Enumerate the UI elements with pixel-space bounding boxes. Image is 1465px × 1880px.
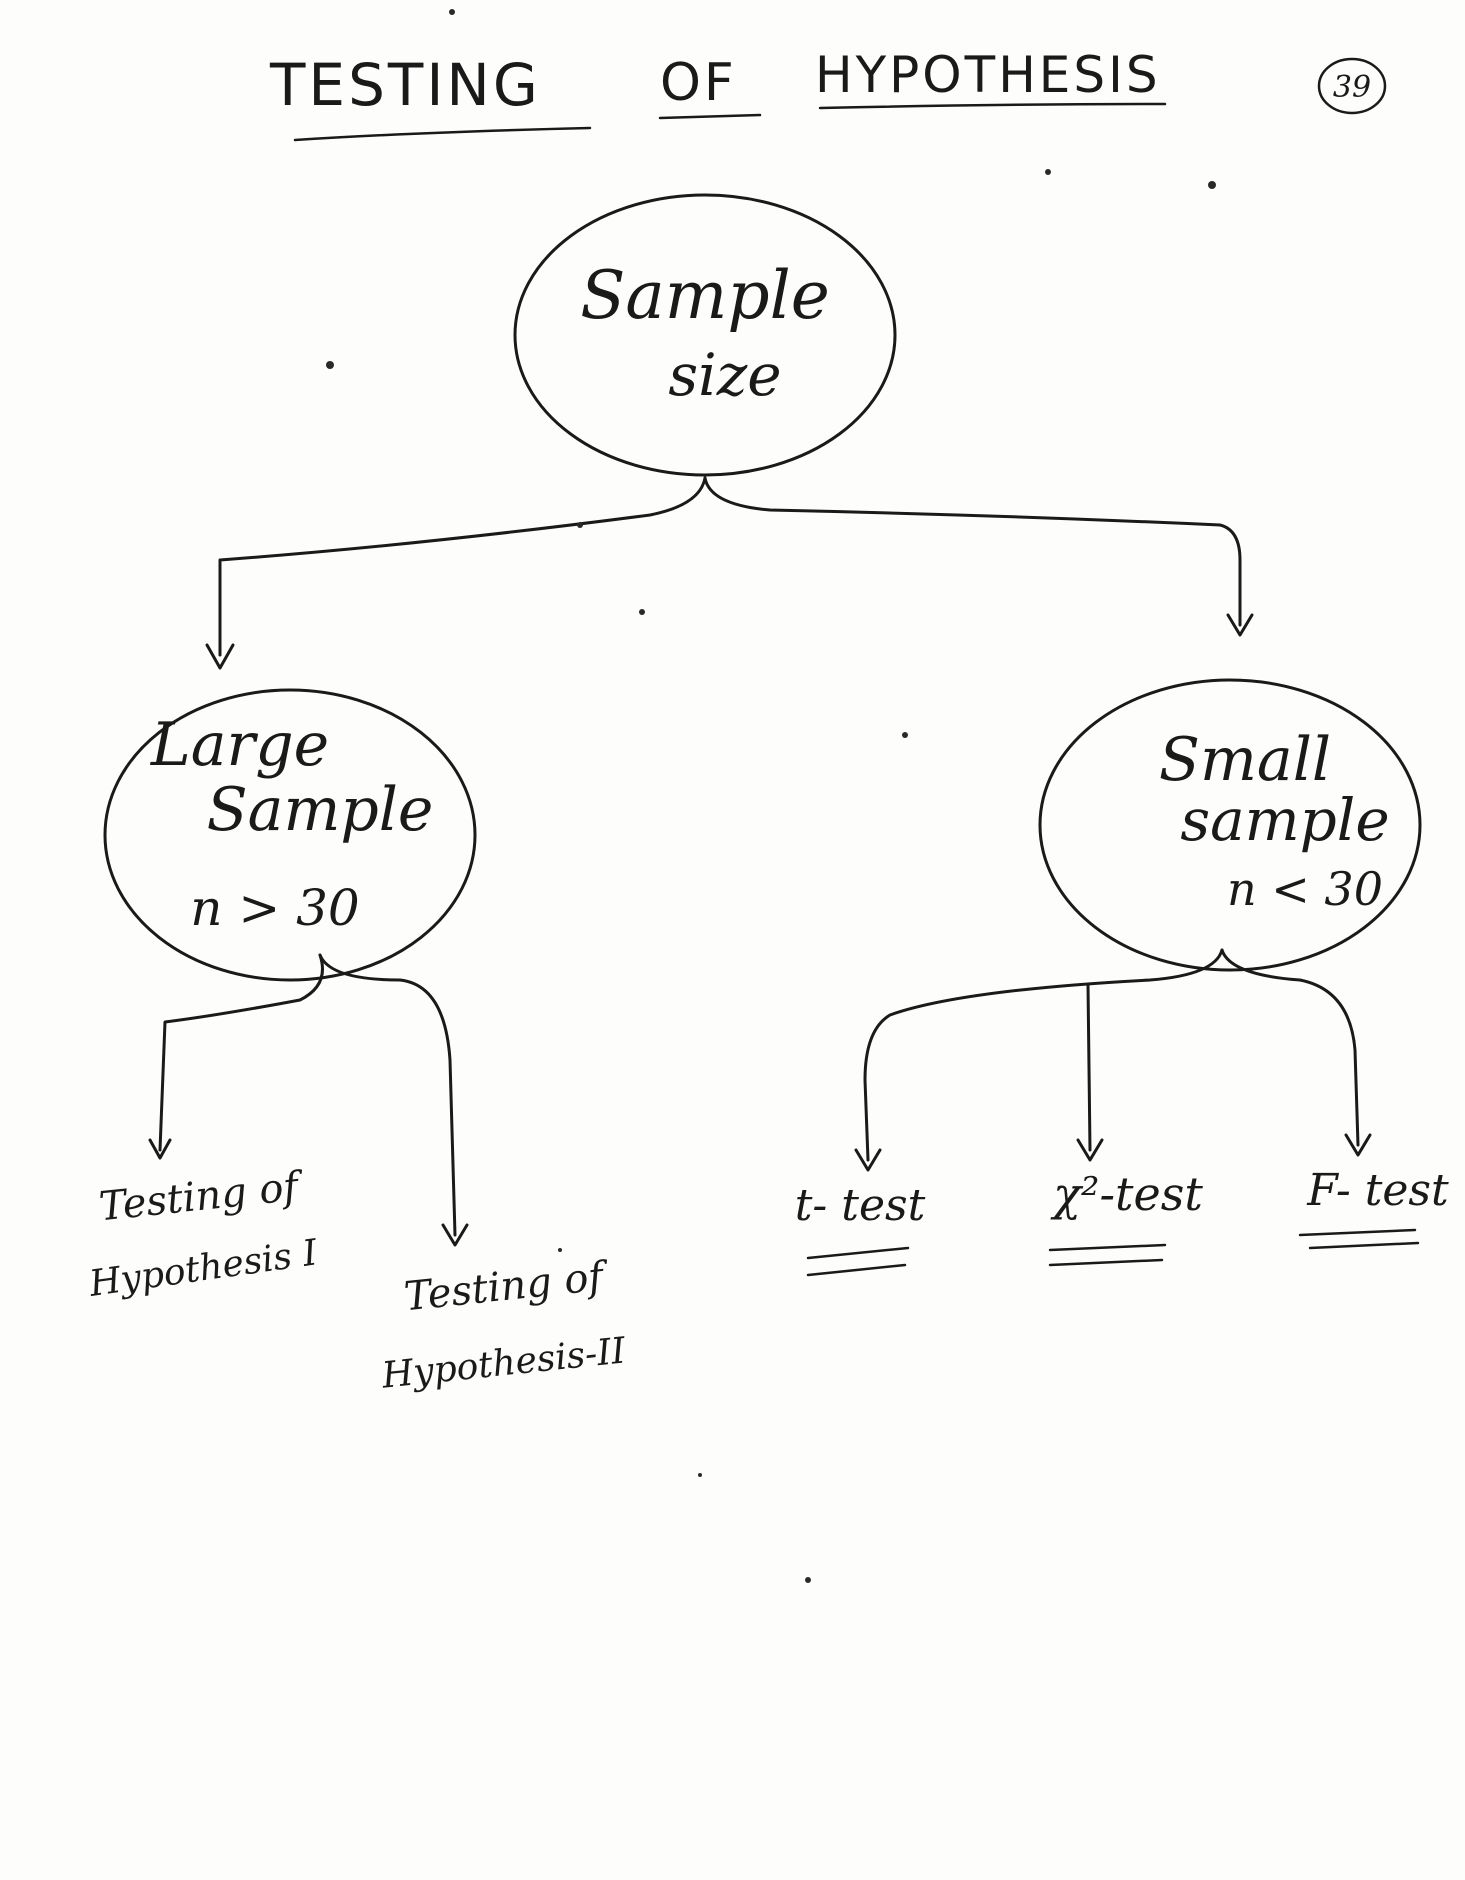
- edge-root-to-large: [218, 476, 707, 657]
- leaf-f-test: F- test: [1298, 1165, 1449, 1250]
- arrowhead-small: [1226, 613, 1254, 637]
- title-underline-3: [818, 102, 1167, 110]
- node-sample-size-line1: Sample: [580, 257, 830, 334]
- f-test-underline-1: [1298, 1228, 1417, 1237]
- page-number: 39: [1333, 70, 1371, 105]
- chi-test-underline-2: [1048, 1258, 1164, 1267]
- node-large-sample-circle: [103, 688, 477, 982]
- leaf-hyp1-line1: Testing of: [97, 1163, 306, 1230]
- title-underline-1: [293, 126, 592, 142]
- paper-specks: [326, 9, 1216, 1583]
- node-large-sample: Large Sample n > 30: [103, 688, 477, 982]
- edge-large-to-hyp2: [318, 953, 457, 1237]
- leaf-testing-hypothesis-2: Testing of Hypothesis-II: [379, 1253, 628, 1397]
- title-word-hypothesis: HYPOTHESIS: [815, 46, 1161, 104]
- arrowhead-hyp1: [148, 1138, 172, 1160]
- node-large-sample-line3: n > 30: [190, 879, 360, 937]
- large-connectors: [148, 953, 469, 1247]
- f-test-underline-2: [1308, 1241, 1420, 1250]
- root-connectors: [205, 476, 1254, 670]
- chi-test-underline-1: [1048, 1243, 1167, 1252]
- title-word-of: OF: [660, 53, 737, 113]
- t-test-underline-2: [806, 1263, 907, 1277]
- leaf-hyp2-line2: Hypothesis-II: [379, 1330, 628, 1397]
- title-underline-2: [658, 113, 762, 120]
- arrowhead-hyp2: [441, 1223, 469, 1247]
- node-sample-size-circle: [513, 193, 897, 477]
- arrowhead-f: [1344, 1133, 1372, 1157]
- leaf-chi-test-label: χ²-test: [1050, 1167, 1203, 1221]
- node-small-sample-line2: sample: [1180, 786, 1389, 854]
- leaf-f-test-label: F- test: [1306, 1165, 1449, 1216]
- node-sample-size-line2: size: [668, 341, 781, 409]
- leaf-t-test-label: t- test: [795, 1180, 926, 1231]
- leaf-testing-hypothesis-1: Testing of Hypothesis I: [86, 1163, 321, 1305]
- title-word-testing: TESTING: [269, 51, 541, 119]
- arrowhead-large: [205, 643, 235, 670]
- arrowhead-chi: [1076, 1138, 1104, 1162]
- node-small-sample: Small sample n < 30: [1038, 678, 1422, 972]
- leaf-chi-square-test: χ²-test: [1048, 1167, 1203, 1267]
- edge-small-to-chi: [1086, 983, 1092, 1152]
- page-title: TESTING OF HYPOTHESIS: [269, 46, 1167, 142]
- edge-large-to-hyp1: [158, 953, 324, 1152]
- small-connectors: [854, 948, 1372, 1172]
- node-sample-size: Sample size: [513, 193, 897, 477]
- edge-root-to-small: [703, 476, 1242, 627]
- page-number-badge: 39: [1317, 57, 1387, 115]
- leaf-t-test: t- test: [795, 1180, 926, 1277]
- arrowhead-t: [854, 1148, 882, 1172]
- edge-small-to-f: [1220, 948, 1360, 1147]
- node-small-sample-line1: Small: [1159, 725, 1331, 795]
- t-test-underline-1: [806, 1246, 910, 1260]
- node-large-sample-line2: Sample: [207, 775, 434, 845]
- node-large-sample-line1: Large: [150, 710, 329, 780]
- leaf-hyp2-line1: Testing of: [402, 1253, 611, 1320]
- leaf-hyp1-line2: Hypothesis I: [86, 1232, 321, 1305]
- node-small-sample-line3: n < 30: [1227, 862, 1383, 916]
- node-small-sample-circle: [1038, 678, 1422, 972]
- edge-small-to-t: [863, 948, 1224, 1162]
